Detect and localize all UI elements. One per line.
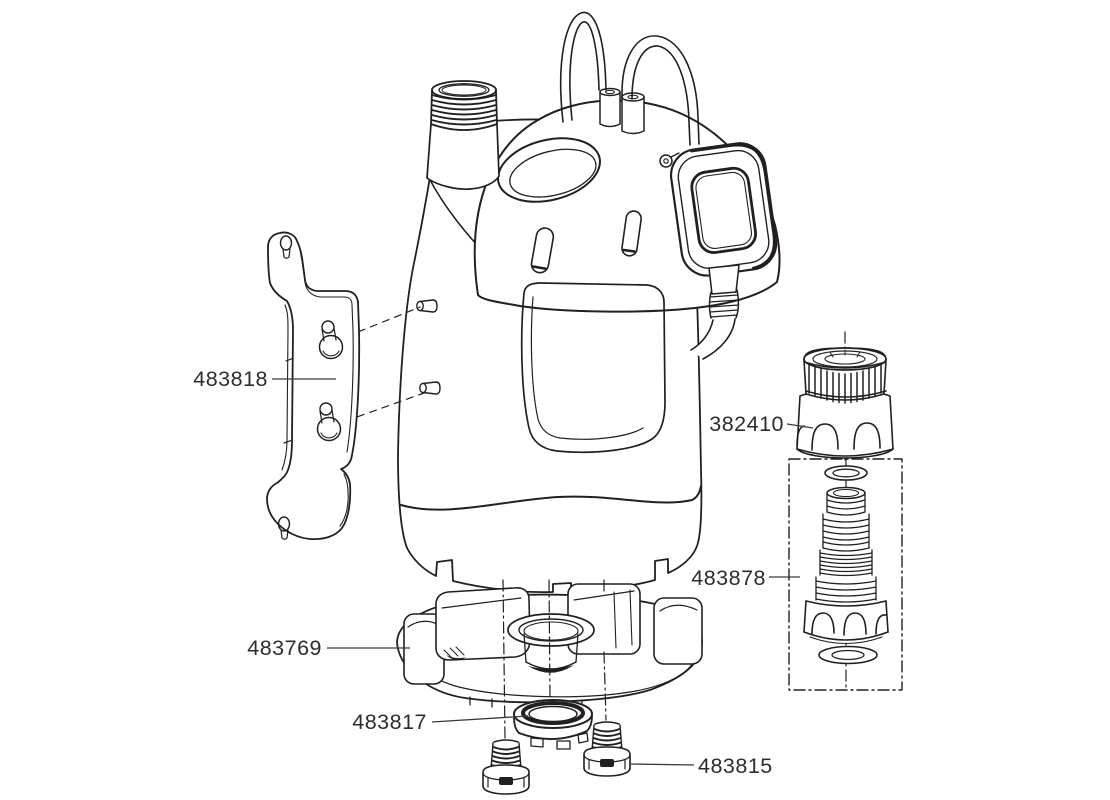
- base-spring-detail: [443, 646, 465, 659]
- float-cable-tail: [690, 318, 736, 360]
- ring-lug: [556, 740, 571, 750]
- float-cable-strain-relief: [708, 264, 740, 319]
- cable-gland-right: [621, 92, 645, 135]
- o-ring: [824, 465, 868, 481]
- base-shadow-detail: [446, 655, 466, 661]
- bracket-hole-bottom: [277, 516, 291, 540]
- part-label-coupling-nut: 382410: [709, 412, 784, 436]
- screw-slot: [499, 777, 513, 785]
- leader-line-screw: [629, 763, 695, 766]
- part-label-adapter-kit: 483878: [691, 566, 766, 590]
- screw-right: [583, 721, 631, 777]
- coupling-nut: [796, 347, 894, 459]
- float-eyelet: [659, 154, 673, 168]
- wall-bracket: [266, 231, 361, 541]
- dome-slot-left: [530, 227, 555, 274]
- hose-adapter: [803, 486, 889, 644]
- thread-lines: [430, 94, 498, 126]
- adapter-kit-box: [788, 458, 903, 691]
- coupling-crown-ribs: [803, 361, 887, 404]
- outlet-port: [426, 80, 500, 190]
- bracket-hole-top: [279, 235, 293, 259]
- leader-line-coupling-nut: [786, 423, 814, 429]
- leader-line-lock-ring: [431, 715, 529, 723]
- bracket-keyhole-bottom: [316, 402, 342, 442]
- adapter-nut: [803, 600, 889, 644]
- base-plate: [396, 583, 703, 710]
- power-cable-loop: [559, 11, 607, 123]
- part-label-screw: 483815: [698, 754, 773, 778]
- float-switch: [659, 142, 778, 360]
- part-label-lock-ring: 483817: [352, 710, 427, 734]
- housing-seam: [400, 485, 702, 511]
- part-label-base-plate: 483769: [247, 636, 322, 660]
- mounting-peg-top: [416, 299, 438, 313]
- float-cable-loop: [621, 35, 700, 146]
- base-post-right: [653, 597, 703, 665]
- bracket-keyhole-top: [318, 320, 344, 360]
- flat-washer: [818, 645, 878, 665]
- body-recess-panel: [520, 282, 666, 454]
- screw-slot: [600, 759, 614, 767]
- screw-left: [482, 739, 530, 795]
- float-window: [690, 166, 758, 254]
- coupling-skirt: [796, 393, 894, 457]
- dome-slot-right: [621, 210, 642, 257]
- base-post-left: [403, 613, 445, 685]
- handle-grip-hole: [497, 137, 601, 203]
- ring-lug: [577, 732, 589, 744]
- cable-gland-left: [599, 87, 621, 128]
- base-center-opening: [507, 613, 595, 673]
- lock-ring: [513, 699, 593, 750]
- assembly-centerlines: [502, 579, 607, 739]
- mounting-peg-bottom: [419, 381, 441, 395]
- part-label-bracket: 483818: [193, 367, 268, 391]
- ring-lug: [530, 737, 544, 748]
- callouts: 483818 382410 483878 483769 483817 48381…: [193, 367, 814, 778]
- base-post-back-left: [435, 587, 531, 661]
